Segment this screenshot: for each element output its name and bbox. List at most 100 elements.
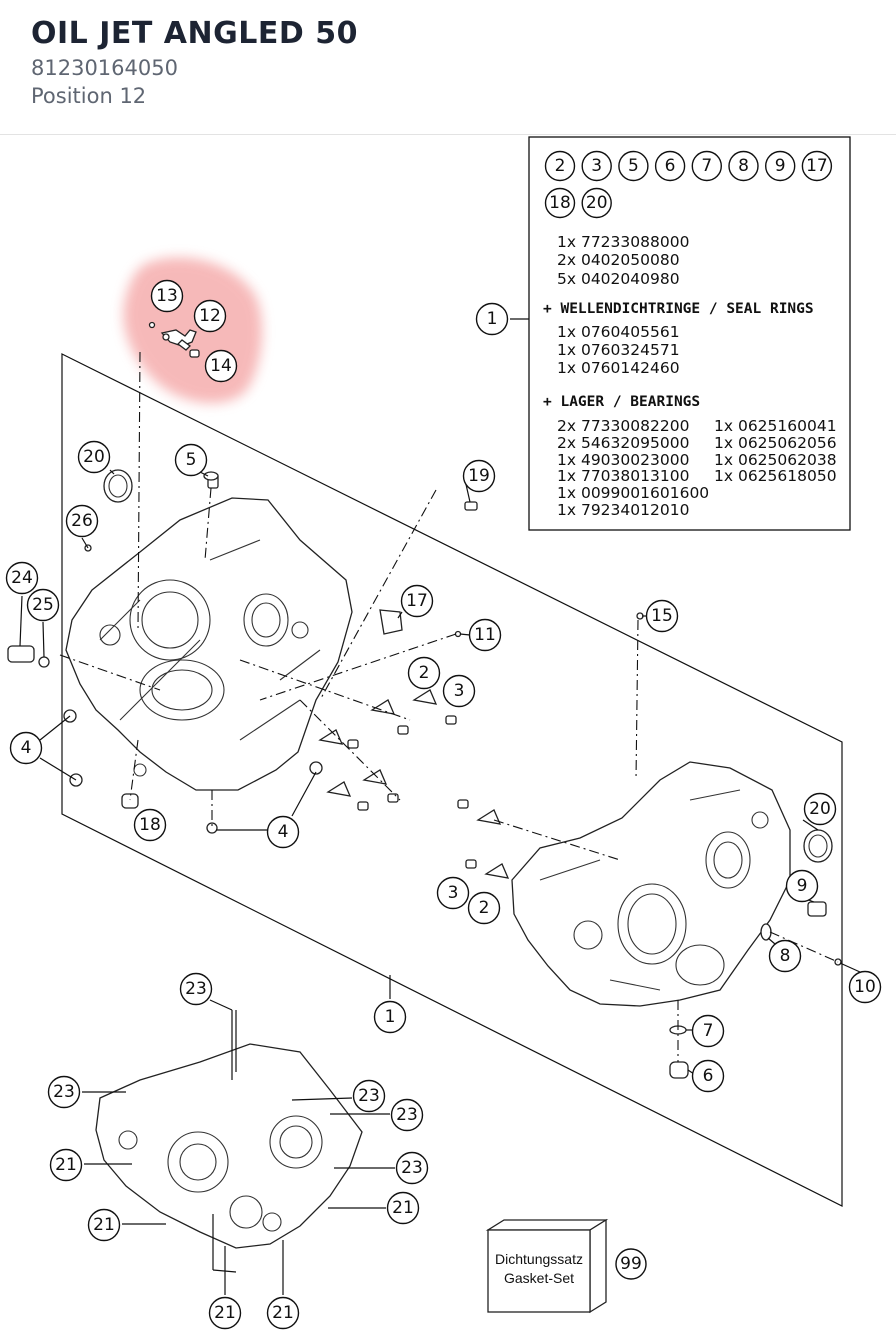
callout-20[interactable]: 20 [803,792,837,826]
callout-99[interactable]: 99 [615,1248,647,1280]
seal-rings-heading: + WELLENDICHTRINGE / SEAL RINGS [543,301,814,317]
callout-2[interactable]: 2 [544,150,576,182]
callout-circle [475,302,509,336]
callout-23[interactable]: 23 [47,1075,81,1109]
callout-2[interactable]: 2 [407,656,441,690]
callout-circle [544,150,576,182]
callout-26[interactable]: 26 [65,504,99,538]
callout-number: 20 [809,799,831,819]
callout-number: 8 [780,946,791,966]
left-crankcase-half [65,497,353,791]
callout-circle [645,599,679,633]
callout-6[interactable]: 6 [654,150,686,182]
callout-6[interactable]: 6 [691,1059,725,1093]
callout-21[interactable]: 21 [49,1148,83,1182]
kit-line: 5x 0402040980 [557,270,680,288]
callout-number: 23 [53,1082,75,1102]
callout-number: 3 [591,156,602,176]
seal-line: 1x 0760324571 [557,341,680,359]
callout-number: 5 [186,450,197,470]
callout-9[interactable]: 9 [765,150,796,182]
callout-number: 2 [419,663,430,683]
callout-2[interactable]: 2 [467,891,501,925]
callout-circle [390,1098,424,1132]
oil-jet-part [148,321,200,358]
callout-circle [352,1079,386,1113]
callout-19[interactable]: 19 [462,459,496,493]
callout-9[interactable]: 9 [785,869,819,903]
part-number: 81230164050 [31,56,178,80]
callout-4[interactable]: 4 [266,815,300,849]
callout-number: 24 [11,568,33,588]
callout-7[interactable]: 7 [691,1014,725,1048]
callout-10[interactable]: 10 [848,970,882,1004]
callout-15[interactable]: 15 [645,599,679,633]
small-parts [7,469,842,1079]
callout-18[interactable]: 18 [133,808,167,842]
callout-25[interactable]: 25 [26,588,60,622]
callout-number: 7 [701,156,712,176]
callout-20[interactable]: 20 [581,187,612,219]
callout-number: 17 [406,591,428,611]
callout-circle [468,618,502,652]
page-header: OIL JET ANGLED 50 81230164050 Position 1… [0,0,896,135]
callout-1[interactable]: 1 [373,1000,407,1034]
callout-21[interactable]: 21 [266,1296,300,1330]
callout-number: 20 [83,447,105,467]
callout-17[interactable]: 17 [801,150,833,182]
callout-8[interactable]: 8 [728,150,759,182]
callout-17[interactable]: 17 [400,584,434,618]
bearings-heading: + LAGER / BEARINGS [543,394,700,410]
callout-number: 11 [474,625,496,645]
callout-8[interactable]: 8 [768,939,802,973]
callout-circle [848,970,882,1004]
callout-5[interactable]: 5 [174,443,208,477]
callout-number: 21 [214,1303,236,1323]
callout-circle [691,150,722,182]
callout-number: 5 [628,156,639,176]
callout-1[interactable]: 1 [475,302,509,336]
callout-circle [150,279,184,313]
callout-number: 23 [401,1158,423,1178]
callout-3[interactable]: 3 [436,876,470,910]
callout-24[interactable]: 24 [5,561,39,595]
callout-number: 21 [392,1198,414,1218]
callout-3[interactable]: 3 [442,674,476,708]
gasket-label-en: Gasket-Set [504,1270,574,1286]
callout-circle [179,972,213,1006]
callout-number: 7 [703,1021,714,1041]
callout-circle [785,869,819,903]
callout-21[interactable]: 21 [208,1296,242,1330]
callout-23[interactable]: 23 [390,1098,424,1132]
callout-3[interactable]: 3 [581,150,612,182]
callout-23[interactable]: 23 [179,972,213,1006]
callout-23[interactable]: 23 [352,1079,386,1113]
callout-7[interactable]: 7 [691,150,722,182]
gasket-label-de: Dichtungssatz [495,1251,583,1267]
callout-circle [436,876,470,910]
callout-5[interactable]: 5 [618,150,649,182]
bearing-line: 1x 0625062056 [714,434,837,452]
bearing-line: 1x 0099001601600 [557,484,709,502]
bearing-line: 1x 49030023000 [557,451,689,469]
leader-lines [19,351,861,1295]
crankcase-frame-outline [61,353,843,1207]
callout-18[interactable]: 18 [544,187,576,219]
callout-number: 21 [93,1215,115,1235]
callout-circle [193,299,227,333]
callout-21[interactable]: 21 [386,1191,420,1225]
callout-12[interactable]: 12 [193,299,227,333]
callout-number: 6 [703,1066,714,1086]
callout-11[interactable]: 11 [468,618,502,652]
callout-21[interactable]: 21 [87,1208,121,1242]
callout-circle [208,1296,242,1330]
callout-number: 9 [775,156,786,176]
callout-circle [581,187,612,219]
callout-20[interactable]: 20 [77,440,111,474]
callout-23[interactable]: 23 [395,1151,429,1185]
callout-13[interactable]: 13 [150,279,184,313]
callout-4[interactable]: 4 [9,731,43,765]
callout-number: 12 [199,306,221,326]
callout-14[interactable]: 14 [204,349,238,383]
